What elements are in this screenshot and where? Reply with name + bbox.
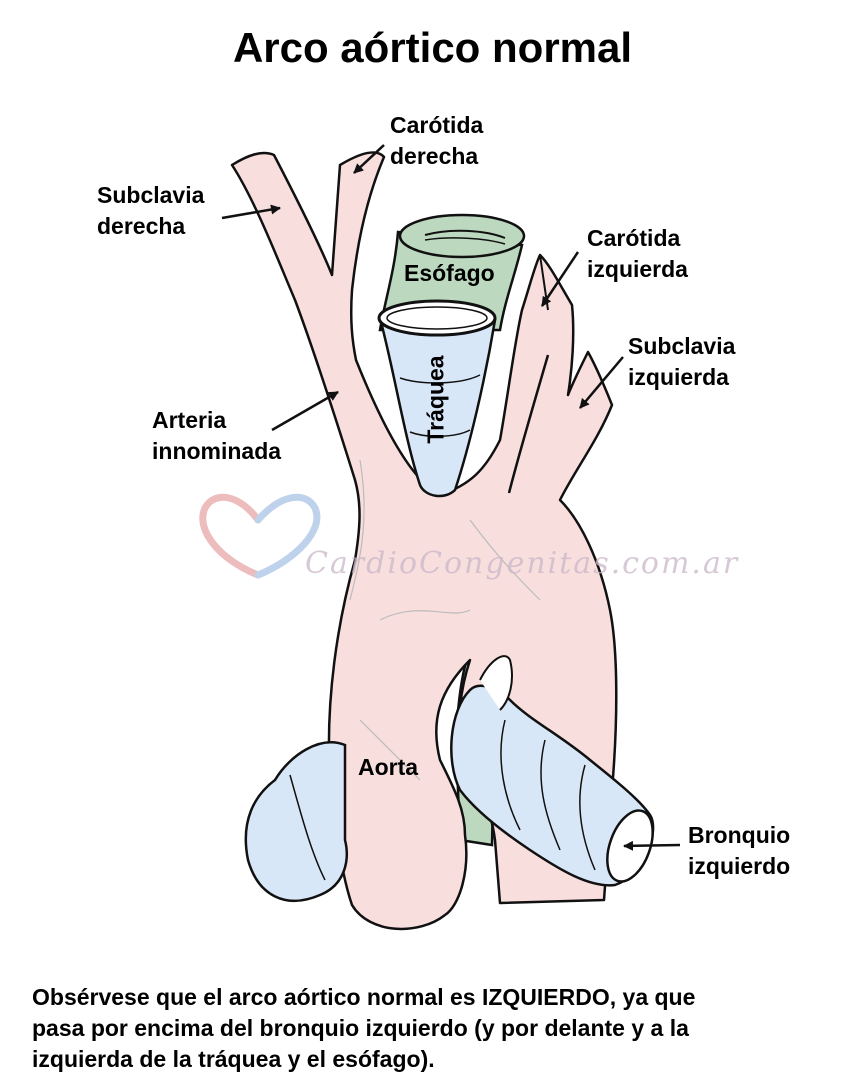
right-bronchus (244, 741, 348, 903)
heart-logo-icon (199, 493, 321, 579)
pointer-carotida-derecha (353, 144, 385, 174)
diagram-title: Arco aórtico normal (232, 24, 633, 71)
label-aorta: Aorta (358, 754, 419, 780)
trachea (377, 299, 497, 498)
pointer-subclavia-izquierda (579, 356, 624, 409)
watermark-text: CardioCongenitas.com.ar (305, 546, 740, 581)
label-pointers (221, 144, 681, 851)
pointer-carotida-izquierda (540, 251, 580, 307)
label-esofago: Esófago (404, 260, 495, 286)
pointer-bronquio-izquierdo (623, 840, 681, 851)
pointer-subclavia-derecha (221, 204, 281, 220)
pointer-arteria-innominada (271, 390, 339, 432)
label-traquea: Tráquea (422, 355, 449, 444)
esophagus-top (398, 213, 526, 259)
caption: Obsérvese que el arco aórtico normal es … (32, 984, 696, 1072)
